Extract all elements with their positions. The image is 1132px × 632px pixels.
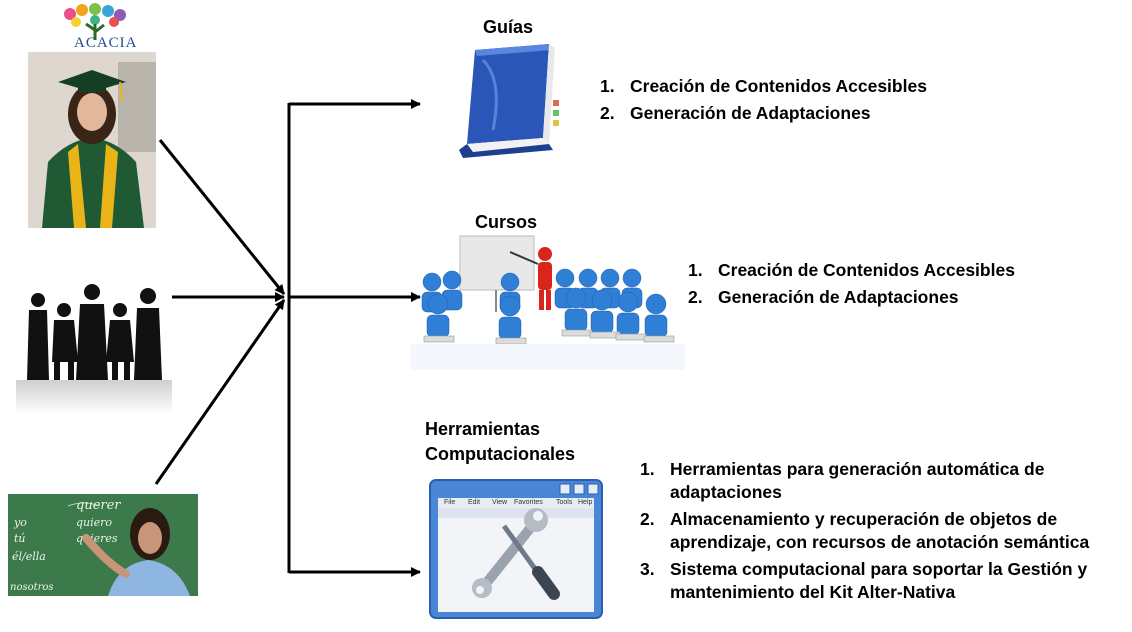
classroom-illustration bbox=[410, 232, 685, 372]
business-people-silhouettes bbox=[16, 262, 172, 414]
list-item: 2.Generación de Adaptaciones bbox=[688, 287, 959, 307]
chalk-word-querer: querer bbox=[76, 498, 121, 513]
list-item: 2.Almacenamiento y recuperación de objet… bbox=[640, 509, 1090, 552]
list-item: 2.Generación de Adaptaciones bbox=[600, 103, 871, 123]
chalk-word-nosotros: nosotros bbox=[10, 582, 54, 593]
tools-title-line1: Herramientas bbox=[425, 419, 541, 439]
classroom-icon bbox=[410, 235, 685, 370]
courses-title: Cursos bbox=[475, 212, 538, 232]
menu-view: View bbox=[492, 499, 508, 506]
arrow-from-graduate bbox=[158, 139, 286, 295]
tools-list: 1.Herramientas para generación automátic… bbox=[640, 458, 1128, 608]
menu-tools: Tools bbox=[556, 499, 573, 506]
browser-tools-illustration: File Edit View Favorites Tools Help bbox=[420, 466, 610, 626]
browser-window-icon bbox=[429, 479, 603, 619]
chalk-word-el-ella: él/ella bbox=[12, 550, 46, 563]
teacher-chalkboard-photo: querer quiero quieres yo tú él/ella noso… bbox=[8, 494, 198, 596]
chalk-word-quiero: quiero bbox=[76, 516, 113, 529]
acacia-logo: ACACIA bbox=[40, 2, 160, 54]
chalk-word-tu: tú bbox=[14, 532, 26, 545]
list-item: 1.Herramientas para generación automátic… bbox=[640, 459, 1045, 502]
chalk-word-yo: yo bbox=[14, 516, 27, 529]
list-item: 3.Sistema computacional para soportar la… bbox=[640, 559, 1088, 602]
tools-title-line2: Computacionales bbox=[425, 444, 576, 464]
menu-favorites: Favorites bbox=[514, 499, 543, 506]
arrow-from-teacher bbox=[154, 299, 286, 485]
guides-list: 1.Creación de Contenidos Accesibles 2.Ge… bbox=[600, 73, 980, 127]
guides-title: Guías bbox=[483, 17, 534, 37]
list-item: 1.Creación de Contenidos Accesibles bbox=[688, 260, 1015, 280]
teacher-figure bbox=[82, 508, 190, 596]
tools-title: Herramientas Computacionales bbox=[425, 417, 575, 467]
menu-edit: Edit bbox=[468, 499, 481, 506]
book-icon bbox=[453, 40, 563, 160]
menu-file: File bbox=[444, 499, 456, 506]
list-item: 1.Creación de Contenidos Accesibles bbox=[600, 76, 927, 96]
logo-text: ACACIA bbox=[74, 35, 138, 51]
courses-list: 1.Creación de Contenidos Accesibles 2.Ge… bbox=[688, 257, 1068, 311]
tree-logo-icon bbox=[64, 3, 126, 40]
menu-help: Help bbox=[578, 499, 593, 506]
graduate-photo bbox=[28, 52, 156, 228]
